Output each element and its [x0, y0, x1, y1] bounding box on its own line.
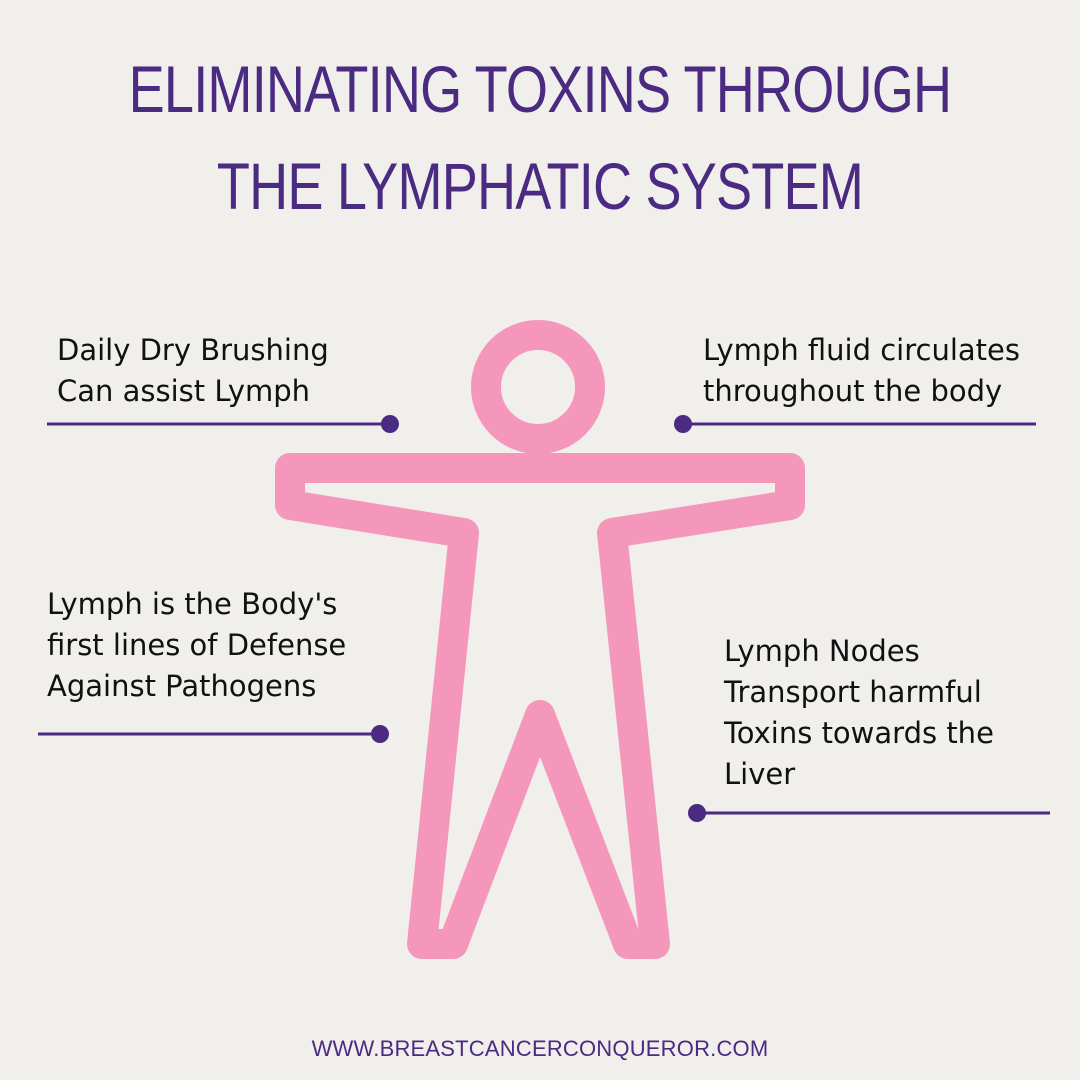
callout-bottom-right-line-2: Transport harmful: [724, 675, 982, 709]
callout-middle-left-line-1: Lymph is the Body's: [47, 587, 338, 621]
callout-bottom-right-line-3: Toxins towards the: [724, 716, 994, 750]
figure-head: [471, 320, 605, 454]
callout-top-left-line-2: Can assist Lymph: [57, 374, 311, 408]
callout-top-left-line-1: Daily Dry Brushing: [57, 333, 329, 367]
callout-middle-left: Lymph is the Body's first lines of Defen…: [47, 584, 346, 707]
website-url: WWW.BREASTCANCERCONQUEROR.COM: [311, 1036, 769, 1061]
callout-middle-left-line-3: Against Pathogens: [47, 669, 317, 703]
connector-middle-left: [38, 725, 389, 743]
callout-middle-left-line-2: first lines of Defense: [47, 628, 347, 662]
callout-top-right-line-2: throughout the body: [703, 374, 1003, 408]
connector-top-left: [47, 415, 399, 433]
human-figure-outline-icon: [275, 320, 805, 959]
callout-bottom-right-line-1: Lymph Nodes: [724, 634, 920, 668]
page-title-line-2: THE LYMPHATIC SYSTEM: [216, 149, 864, 223]
figure-body: [275, 453, 805, 959]
connector-top-right: [674, 415, 1036, 433]
callout-bottom-right: Lymph Nodes Transport harmful Toxins tow…: [724, 631, 994, 795]
callout-top-right-line-1: Lymph fluid circulates: [703, 333, 1021, 367]
callout-top-left: Daily Dry Brushing Can assist Lymph: [57, 330, 329, 412]
callout-bottom-right-line-4: Liver: [724, 757, 796, 791]
page-title-line-1: ELIMINATING TOXINS THROUGH: [128, 52, 952, 126]
callout-top-right: Lymph fluid circulates throughout the bo…: [703, 330, 1020, 412]
connector-bottom-right: [688, 804, 1050, 822]
